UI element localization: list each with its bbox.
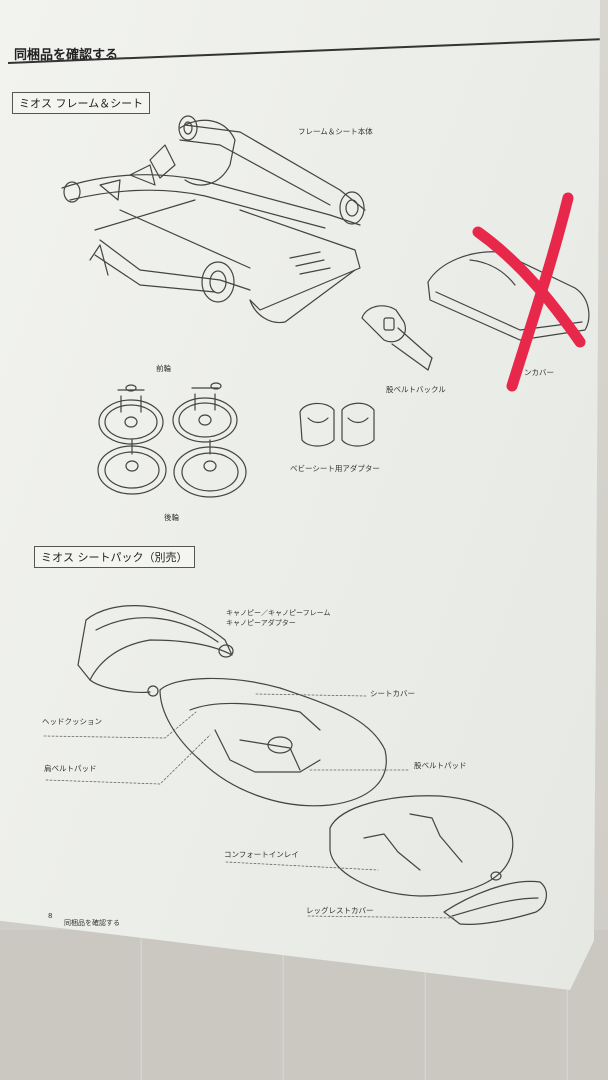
label-crotch-pad: 股ベルトパッド — [414, 761, 467, 770]
front-wheels-illustration — [98, 382, 238, 445]
label-frame-seat: フレーム＆シート本体 — [298, 127, 373, 136]
footer-page-number: 8 — [48, 912, 53, 920]
label-front-wheel: 前輪 — [156, 364, 171, 373]
label-cover: ンカバー — [524, 368, 554, 377]
frame-seat-illustration — [61, 115, 366, 324]
group2-tab: ミオス シートパック（別売） — [34, 546, 195, 568]
footer-title: 同梱品を確認する — [64, 919, 120, 927]
label-canopy-adapter: キャノピーアダプター — [226, 619, 296, 627]
manual-page: 同梱品を確認する ミオス フレーム＆シート ミオス シートパック（別売） フレー… — [0, 0, 600, 990]
label-adapter: ベビーシート用アダプター — [290, 464, 380, 473]
adapters-illustration — [299, 402, 375, 447]
crotch-buckle-illustration — [361, 305, 433, 371]
comfort-inlay-illustration — [329, 795, 514, 897]
label-head-cushion: ヘッドクッション — [42, 717, 102, 726]
legrest-cover-illustration — [443, 871, 547, 925]
label-shoulder-pad: 肩ベルトパッド — [44, 764, 97, 773]
red-x-mark-icon — [472, 192, 586, 392]
label-rear-wheel: 後輪 — [164, 513, 179, 522]
canopy-illustration — [77, 605, 234, 697]
label-comfort-inlay: コンフォートインレイ — [224, 850, 299, 859]
leader-lines — [43, 693, 456, 919]
group1-tab: ミオス フレーム＆シート — [12, 92, 151, 114]
seat-cover-illustration — [159, 677, 387, 807]
label-crotch-buckle: 股ベルトバックル — [386, 385, 446, 394]
rear-wheels-illustration — [97, 439, 247, 498]
label-canopy-frame: キャノピー／キャノピーフレーム — [226, 609, 331, 617]
label-legrest-cover: レッグレストカバー — [306, 906, 374, 915]
label-seat-cover: シートカバー — [370, 689, 415, 698]
